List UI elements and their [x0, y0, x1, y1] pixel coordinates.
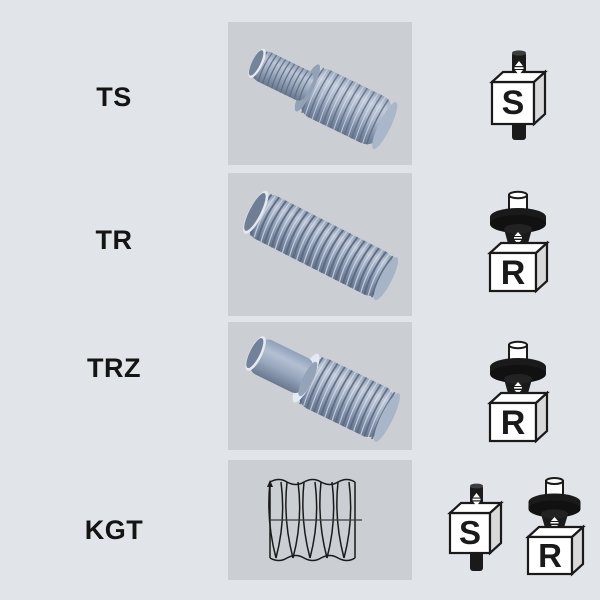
- product-image-panel-trz: [228, 322, 412, 450]
- icon-letter: R: [501, 404, 526, 442]
- row-label-tr: TR: [95, 225, 133, 255]
- icon-letter: R: [501, 254, 526, 292]
- product-image-panel-ts: [228, 22, 412, 165]
- icon-letter: S: [459, 514, 481, 551]
- ball-screw-thread-line-drawing: [267, 478, 362, 562]
- icon-group-ts: S: [436, 40, 600, 152]
- icon-cube-s-rotating-spindle: S: [489, 50, 548, 140]
- icon-cube-r-rotating-nut: R: [487, 190, 550, 294]
- table-row: TS: [0, 0, 600, 165]
- icon-group-trz: R: [436, 335, 600, 447]
- threaded-shaft-with-journal-render: [245, 336, 400, 442]
- icon-group-kgt: S R: [436, 471, 600, 583]
- trapezoidal-threaded-rod-render: [243, 190, 399, 301]
- product-image-panel-tr: [228, 173, 412, 316]
- icon-cube-r-rotating-nut: R: [525, 477, 586, 577]
- icon-group-tr: R: [436, 185, 600, 297]
- icon-letter: S: [502, 84, 525, 122]
- table-row: TR: [0, 165, 600, 316]
- row-label-trz: TRZ: [87, 353, 141, 383]
- table-row: TRZ: [0, 315, 600, 465]
- icon-cube-s-rotating-spindle: S: [447, 483, 504, 571]
- row-label-kgt: KGT: [84, 515, 144, 545]
- table-row: KGT: [0, 460, 600, 600]
- icon-cube-r-rotating-nut: R: [487, 340, 550, 444]
- product-image-panel-kgt: [228, 460, 412, 580]
- stepped-threaded-shaft-render: [248, 48, 398, 150]
- row-label-ts: TS: [96, 82, 132, 112]
- icon-letter: R: [538, 537, 562, 574]
